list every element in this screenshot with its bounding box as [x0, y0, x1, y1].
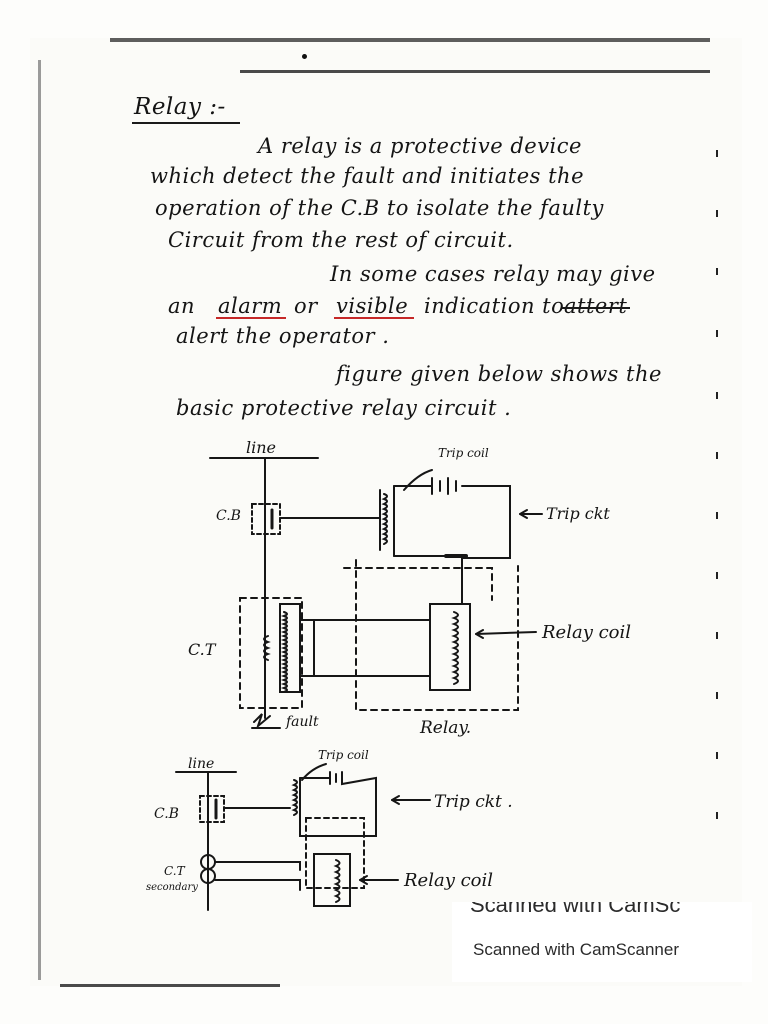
current-transformer: [200, 854, 301, 891]
margin-tick: [716, 752, 718, 759]
margin-tick: [716, 452, 718, 459]
page-left-edge: [38, 60, 41, 980]
text-line: Circuit from the rest of circuit.: [168, 228, 514, 252]
fig2-trip-ckt-label: Trip ckt .: [434, 792, 513, 812]
page-heading: Relay :-: [134, 94, 226, 120]
watermark-cut-text: Scanned with CamSc: [470, 902, 681, 917]
margin-tick: [716, 512, 718, 519]
relay-coil-arrow: [475, 631, 537, 635]
heading-underline: [132, 122, 240, 124]
fig1-trip-ckt-label: Trip ckt: [546, 504, 610, 523]
page-top-edge: [110, 38, 710, 42]
relay-dashed-box: [305, 817, 365, 889]
circuit-breaker: [199, 795, 291, 823]
watermark-backdrop: [452, 902, 752, 982]
fig2-cb-label: C.B: [154, 806, 179, 822]
red-underline: [334, 317, 414, 319]
margin-tick: [716, 210, 718, 217]
relay-coil: [429, 603, 471, 691]
margin-tick: [716, 150, 718, 157]
fig2-line-label: line: [188, 756, 215, 772]
fig1-relay-coil-label: Relay coil: [542, 622, 632, 643]
struck-word: attert: [564, 294, 628, 318]
fault-symbol: [251, 713, 281, 730]
margin-tick: [716, 572, 718, 579]
current-transformer: [239, 597, 303, 709]
relay-dashed-box: [343, 559, 519, 711]
margin-tick: [716, 268, 718, 275]
fig2-ct-label: C.T: [164, 864, 185, 878]
text-word: an: [168, 294, 196, 318]
relay-coil: [313, 853, 351, 907]
fig1-line-label: line: [246, 438, 277, 457]
margin-tick: [716, 812, 718, 819]
text-word-visible: visible: [336, 294, 409, 318]
margin-tick: [716, 392, 718, 399]
text-line: basic protective relay circuit .: [176, 396, 512, 420]
margin-tick: [716, 692, 718, 699]
margin-tick: [716, 330, 718, 337]
red-underline: [216, 317, 286, 319]
fig1-trip-coil-label: Trip coil: [438, 446, 489, 460]
fig1-ct-label: C.T: [188, 640, 216, 659]
text-line: operation of the C.B to isolate the faul…: [155, 196, 604, 220]
text-word: or: [294, 294, 318, 318]
text-word: indication to: [424, 294, 565, 318]
text-line: A relay is a protective device: [258, 134, 582, 158]
fig1-fault-label: fault: [286, 714, 319, 730]
fig1-relay-label: Relay.: [420, 718, 472, 738]
text-line: alert the operator .: [176, 324, 390, 348]
text-word-alarm: alarm: [218, 294, 283, 318]
fig2-secondary-label: secondary: [146, 882, 198, 893]
fig1-cb-label: C.B: [216, 508, 241, 524]
fig2-relay-coil-label: Relay coil: [404, 870, 494, 891]
watermark-text: Scanned with CamScanner: [473, 940, 680, 959]
text-line: which detect the fault and initiates the: [150, 164, 585, 188]
circuit-breaker: [251, 503, 381, 535]
fig2-trip-coil-label: Trip coil: [318, 748, 369, 762]
trip-coil: [379, 469, 511, 559]
page-fold-line: [240, 70, 710, 73]
ink-dot: [302, 54, 307, 59]
text-line: figure given below shows the: [336, 362, 662, 386]
strike-through: [562, 307, 630, 309]
text-line: In some cases relay may give: [330, 262, 656, 286]
page-bottom-edge: [60, 984, 280, 987]
trip-coil: [291, 763, 377, 837]
margin-tick: [716, 632, 718, 639]
